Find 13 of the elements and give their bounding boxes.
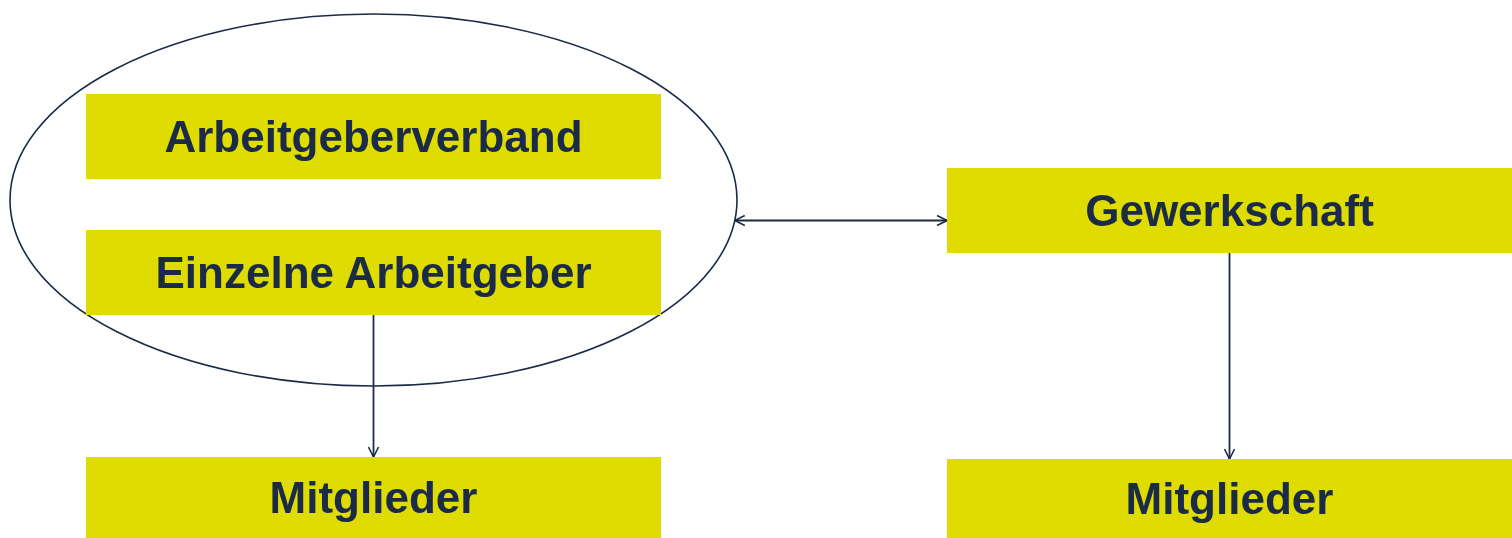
arrow bbox=[733, 214, 948, 227]
arrow bbox=[1223, 252, 1236, 460]
label-box bbox=[86, 457, 661, 538]
box-label: Mitglieder bbox=[269, 472, 478, 523]
arrow bbox=[367, 314, 380, 458]
label-box bbox=[947, 459, 1512, 538]
box-label: Mitglieder bbox=[1125, 473, 1334, 524]
label-box bbox=[86, 230, 661, 315]
label-box bbox=[947, 168, 1512, 253]
box-label: Arbeitgeberverband bbox=[164, 111, 583, 162]
box-label: Gewerkschaft bbox=[1085, 185, 1374, 236]
label-box bbox=[86, 94, 661, 179]
box-label: Einzelne Arbeitgeber bbox=[155, 247, 592, 298]
